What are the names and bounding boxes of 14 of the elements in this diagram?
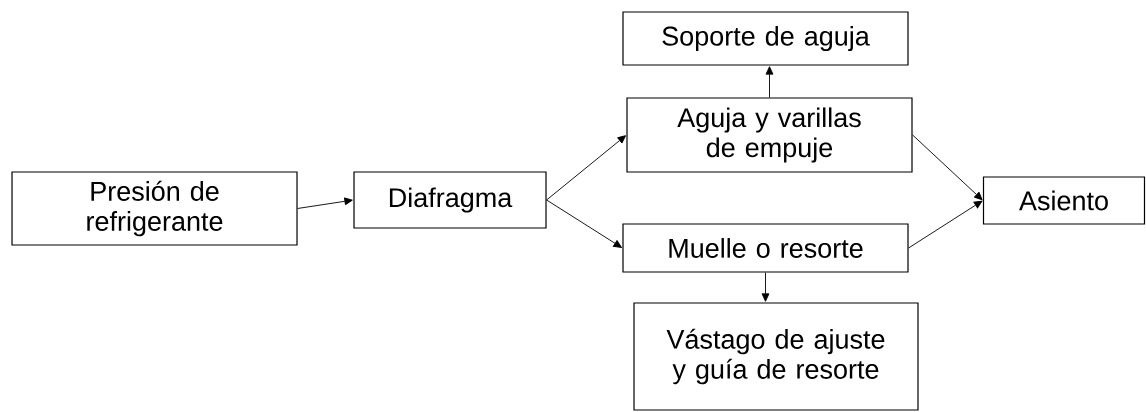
arrow xyxy=(546,199,622,248)
process-box: Presión de refrigerante xyxy=(11,171,298,246)
process-box: Diafragma xyxy=(353,171,547,229)
arrow xyxy=(546,135,626,201)
process-box: Muelle o resorte xyxy=(622,223,909,273)
arrow xyxy=(912,134,983,201)
process-box: Asiento xyxy=(982,176,1146,225)
arrow xyxy=(908,200,983,249)
arrow xyxy=(761,272,770,302)
arrow xyxy=(297,197,353,209)
process-box: Soporte de aguja xyxy=(622,11,909,66)
process-box: Aguja y varillas de empuje xyxy=(626,97,913,173)
arrow xyxy=(765,66,774,98)
process-box: Vástago de ajuste y guía de resorte xyxy=(633,302,919,411)
